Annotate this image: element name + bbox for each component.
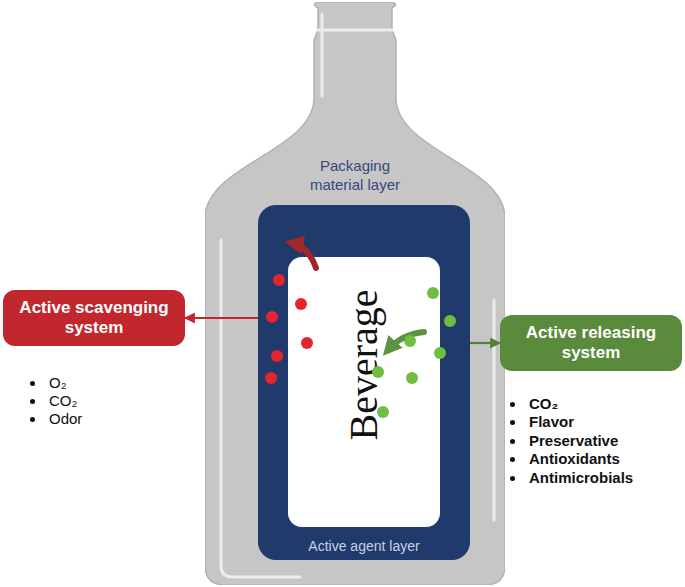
node-text: Packaging material layer <box>300 156 410 194</box>
bullet-text: Antimicrobials <box>529 469 633 487</box>
bullet-text: Preservative <box>529 432 618 450</box>
bullet-dot <box>30 399 35 404</box>
bullet-item: Antioxidants <box>510 450 620 468</box>
bullet-text: CO₂ <box>529 395 558 413</box>
node-text: Active agent layer <box>258 538 470 555</box>
bottle-highlight <box>318 29 392 32</box>
bottle-outline: Packaging material layerActive agent lay… <box>205 2 505 585</box>
bullet-item: Antimicrobials <box>510 469 633 487</box>
bottle-body <box>205 2 505 585</box>
bullet-item: CO₂ <box>510 395 558 413</box>
bullet-item: Preservative <box>510 432 618 450</box>
layer-band: Active agent layer Beverage <box>258 205 470 560</box>
node-text: Active scavenging system <box>13 298 175 338</box>
bullet-dot <box>510 439 515 444</box>
bullet-text: Antioxidants <box>529 450 620 468</box>
bullet-dot <box>510 402 515 407</box>
content-box: Beverage <box>288 257 440 527</box>
system-box: Active scavenging system <box>3 290 185 346</box>
bullet-text: Odor <box>49 410 82 428</box>
bullet-text: Flavor <box>529 413 574 431</box>
bullet-item: Odor <box>30 410 82 428</box>
bullet-item: CO₂ <box>30 392 77 410</box>
bullet-dot <box>30 417 35 422</box>
bottle-highlight <box>493 300 496 520</box>
bullet-text: O₂ <box>49 374 67 392</box>
bullet-text: CO₂ <box>49 392 77 410</box>
bullet-item: Flavor <box>510 413 574 431</box>
bottle-group <box>205 2 505 585</box>
bullet-dot <box>30 381 35 386</box>
system-box: Active releasing system <box>500 315 682 371</box>
bullet-dot <box>510 457 515 462</box>
node-text: Beverage <box>342 289 386 440</box>
bullet-dot <box>510 420 515 425</box>
bullet-item: O₂ <box>30 374 67 392</box>
node-text: Active releasing system <box>510 323 672 363</box>
bullet-dot <box>510 476 515 481</box>
bottle-highlight <box>321 14 324 96</box>
